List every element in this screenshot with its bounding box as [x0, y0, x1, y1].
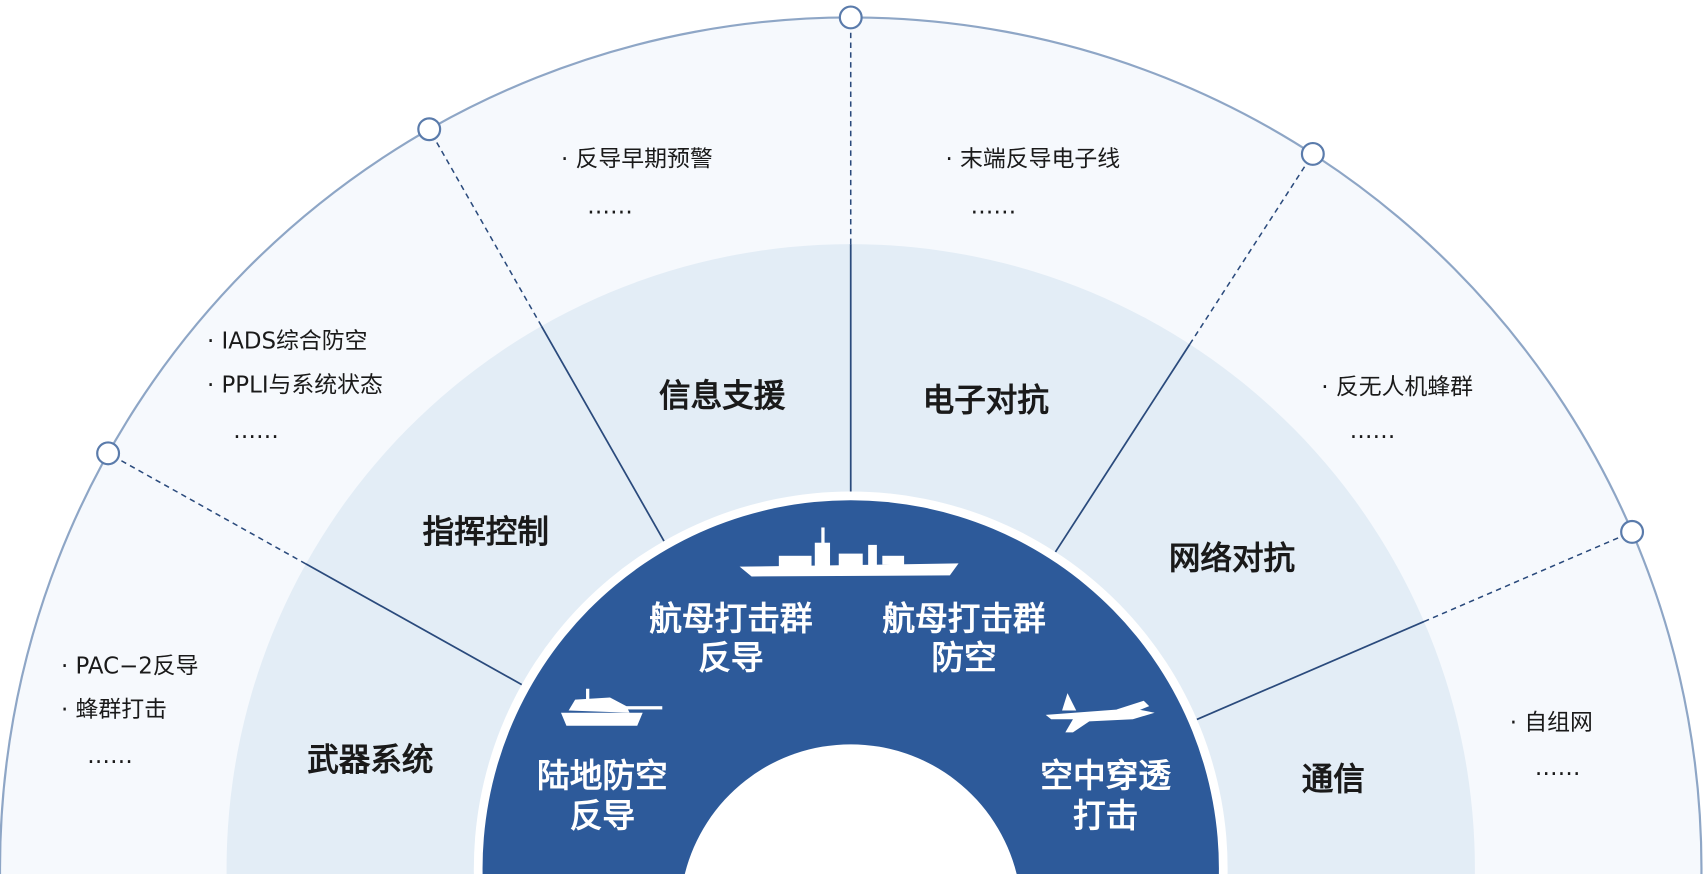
category-weapons: 武器系统 [307, 742, 433, 778]
core-label-carrier-antimissile-1: 航母打击群 [649, 600, 813, 638]
list-more: …… [1535, 755, 1581, 781]
list-more: …… [1350, 418, 1396, 444]
core-ring [482, 500, 1219, 874]
list-item: · 蜂群打击 [61, 697, 167, 723]
center-hole [684, 744, 1017, 874]
list-item: · IADS综合防空 [207, 329, 368, 355]
core-label-carrier-airdefense-1: 航母打击群 [882, 600, 1046, 638]
core-label-land-2: 反导 [570, 797, 635, 835]
core-label-air-2: 打击 [1073, 797, 1138, 835]
list-more: …… [233, 418, 279, 444]
category-command-control: 指挥控制 [423, 515, 549, 551]
category-cyber-warfare: 网络对抗 [1169, 540, 1296, 577]
core-label-air-1: 空中穿透 [1040, 757, 1171, 795]
list-item: · 反导早期预警 [561, 147, 713, 173]
divider-line [540, 325, 665, 542]
divider-line [305, 563, 523, 686]
core-label-land-1: 陆地防空 [537, 757, 668, 795]
list-more: …… [87, 743, 133, 769]
core-label-carrier-antimissile-2: 反导 [698, 639, 763, 677]
node-circle [96, 441, 121, 466]
tank-icon [560, 688, 663, 726]
list-item: · PAC−2反导 [61, 653, 199, 679]
list-item: · 反无人机蜂群 [1321, 374, 1473, 400]
list-item: · 自组网 [1510, 710, 1593, 736]
category-electronic-warfare: 电子对抗 [923, 382, 1050, 419]
divider-dashed-line [107, 452, 307, 565]
node-circle [417, 117, 442, 142]
list-more: …… [971, 194, 1017, 220]
node-circle [1620, 519, 1645, 544]
category-info-support: 信息支援 [659, 377, 786, 414]
divider-line [1196, 620, 1425, 721]
divider-dashed-line [428, 128, 543, 327]
list-item: · PPLI与系统状态 [207, 372, 383, 398]
list-item: · 末端反导电子线 [946, 147, 1121, 173]
list-more: …… [587, 194, 633, 220]
node-circle [1300, 141, 1325, 166]
divider-line [1054, 343, 1191, 553]
ship-icon [739, 527, 959, 577]
node-circle [838, 5, 863, 30]
divider-dashed-line [1423, 531, 1633, 623]
jet-icon [1045, 693, 1155, 733]
core-label-carrier-airdefense-2: 防空 [931, 639, 996, 677]
category-communication: 通信 [1302, 762, 1365, 798]
